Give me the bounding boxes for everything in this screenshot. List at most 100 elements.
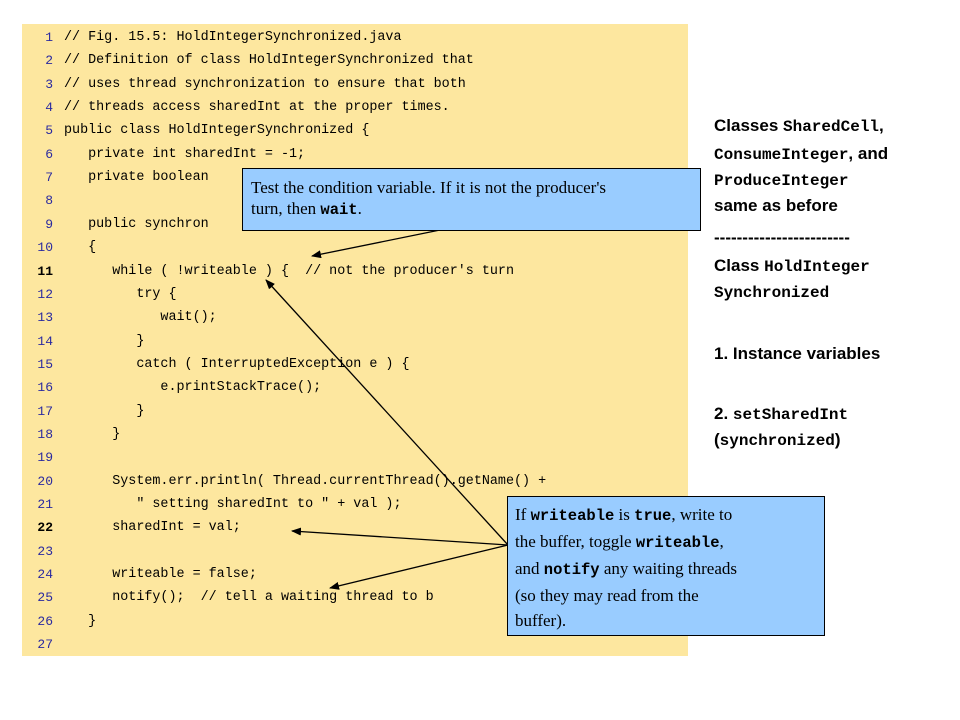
code-text: public class HoldIntegerSynchronized { xyxy=(64,123,370,139)
code-line: 12 try { xyxy=(22,284,688,306)
code-text: // Fig. 15.5: HoldIntegerSynchronized.ja… xyxy=(64,30,402,45)
notes-item-setsharedint: 2. setSharedInt xyxy=(714,404,848,424)
callout-text-line2: turn, then wait. xyxy=(251,198,700,221)
notes-code: ProduceInteger xyxy=(714,172,849,190)
callout-text: any waiting threads xyxy=(599,559,737,578)
code-text: e.printStackTrace(); xyxy=(64,380,322,396)
code-line: 24 writeable = false; xyxy=(22,564,688,586)
code-text: while ( !writeable ) { // not the produc… xyxy=(64,263,514,279)
code-line: 1 // Fig. 15.5: HoldIntegerSynchronized.j… xyxy=(22,27,688,49)
line-number: 14 xyxy=(37,333,53,349)
callout-writeable: If writeable is true, write to the buffe… xyxy=(507,496,825,636)
callout-line3: and notify any waiting threads xyxy=(515,556,824,583)
callout-test-condition: Test the condition variable. If it is no… xyxy=(242,168,701,231)
notes-divider: ------------------------ xyxy=(714,228,850,247)
line-number: 10 xyxy=(37,240,53,256)
code-text: } xyxy=(64,333,145,349)
notes-text: 2. xyxy=(714,404,733,423)
code-line: 10 { xyxy=(22,237,688,259)
arrow-to-while-line xyxy=(265,279,509,546)
code-text: { xyxy=(64,240,97,256)
code-line: 4 // threads access sharedInt at the prop… xyxy=(22,97,688,119)
notes-text: ( xyxy=(714,430,720,449)
callout-code: wait xyxy=(320,201,358,219)
code-text: private boolean xyxy=(64,170,209,186)
line-number: 2 xyxy=(45,53,53,69)
code-line: 22 sharedInt = val; xyxy=(22,517,688,539)
arrow-to-while-brace xyxy=(311,229,441,259)
callout-text: If xyxy=(515,505,531,524)
code-text: // threads access sharedInt at the prope… xyxy=(64,100,450,116)
code-line: 13 wait(); xyxy=(22,307,688,329)
line-number: 27 xyxy=(37,637,53,653)
code-text: catch ( InterruptedException e ) { xyxy=(64,356,410,372)
code-line: 14 } xyxy=(22,331,688,353)
notes-line-classes: Classes SharedCell, xyxy=(714,116,884,136)
line-number: 20 xyxy=(37,473,53,489)
line-number: 1 xyxy=(45,30,53,45)
notes-code: ConsumeInteger xyxy=(714,146,849,164)
callout-text: , xyxy=(719,532,724,551)
code-line: 18 } xyxy=(22,424,688,446)
notes-item-instance-variables: 1. Instance variables xyxy=(714,344,881,363)
code-listing: 1 // Fig. 15.5: HoldIntegerSynchronized.j… xyxy=(22,24,688,656)
notes-line-produce: ProduceInteger xyxy=(714,170,848,190)
code-line: 3// uses thread synchronization to ensur… xyxy=(22,74,688,96)
line-number: 4 xyxy=(45,100,53,116)
notes-code: synchronized xyxy=(719,432,835,450)
line-number: 8 xyxy=(45,193,53,209)
notes-text: ) xyxy=(834,430,841,449)
code-line: 21 " setting sharedInt to " + val ); xyxy=(22,494,688,516)
code-line: 16 e.printStackTrace(); xyxy=(22,377,688,399)
line-number: 23 xyxy=(37,543,53,559)
code-line: 19 xyxy=(22,447,688,469)
arrow-to-writeable xyxy=(329,544,509,590)
line-number: 5 xyxy=(45,123,53,139)
line-number: 6 xyxy=(45,146,53,162)
callout-code: notify xyxy=(543,561,600,579)
code-line: 23 xyxy=(22,541,688,563)
line-number: 22 xyxy=(37,520,53,536)
callout-text: turn, then xyxy=(251,199,321,218)
code-line: 26 } xyxy=(22,611,688,633)
line-number: 18 xyxy=(37,426,53,442)
line-number: 26 xyxy=(37,613,53,629)
code-line: 6 private int sharedInt = -1; xyxy=(22,144,688,166)
code-line: 25 notify(); // tell a waiting thread to… xyxy=(22,587,688,609)
line-number: 9 xyxy=(45,216,53,232)
notes-text: , and xyxy=(848,144,889,163)
code-line: 15 catch ( InterruptedException e ) { xyxy=(22,354,688,376)
notes-text: Class xyxy=(714,256,765,275)
notes-line-consume: ConsumeInteger, and xyxy=(714,144,888,164)
code-line: 2 // Definition of class HoldIntegerSynch… xyxy=(22,50,688,72)
code-text: writeable = false; xyxy=(64,567,257,583)
code-text: wait(); xyxy=(64,310,217,326)
code-text: // uses thread synchronization to ensure… xyxy=(64,76,466,92)
callout-line4: (so they may read from the xyxy=(515,586,699,605)
code-line: 20 System.err.println( Thread.currentThr… xyxy=(22,471,688,493)
callout-text: is xyxy=(614,505,635,524)
notes-text: Classes xyxy=(714,116,783,135)
notes-line-synchronized: Synchronized xyxy=(714,282,829,302)
code-line: 8 xyxy=(22,190,688,212)
line-number: 25 xyxy=(37,590,53,606)
code-text: private int sharedInt = -1; xyxy=(64,146,306,162)
notes-code: Synchronized xyxy=(714,284,830,302)
code-text: notify(); // tell a waiting thread to b xyxy=(64,590,434,606)
callout-text: . xyxy=(357,199,362,218)
callout-code: writeable xyxy=(530,507,615,525)
code-text: // Definition of class HoldIntegerSynchr… xyxy=(64,53,474,69)
code-text: try { xyxy=(64,286,177,302)
arrow-to-sharedint xyxy=(291,527,509,546)
line-number: 21 xyxy=(37,497,53,512)
code-text: sharedInt = val; xyxy=(64,520,241,536)
line-number: 13 xyxy=(37,310,53,326)
notes-code: HoldInteger xyxy=(764,258,870,276)
line-number: 11 xyxy=(37,263,53,279)
line-number: 19 xyxy=(37,450,53,466)
notes-text: same as before xyxy=(714,196,838,215)
callout-text: , write to xyxy=(671,505,733,524)
code-text: } xyxy=(64,403,145,419)
code-line: 5 public class HoldIntegerSynchronized { xyxy=(22,120,688,142)
callout-line2: the buffer, toggle writeable, xyxy=(515,529,824,556)
